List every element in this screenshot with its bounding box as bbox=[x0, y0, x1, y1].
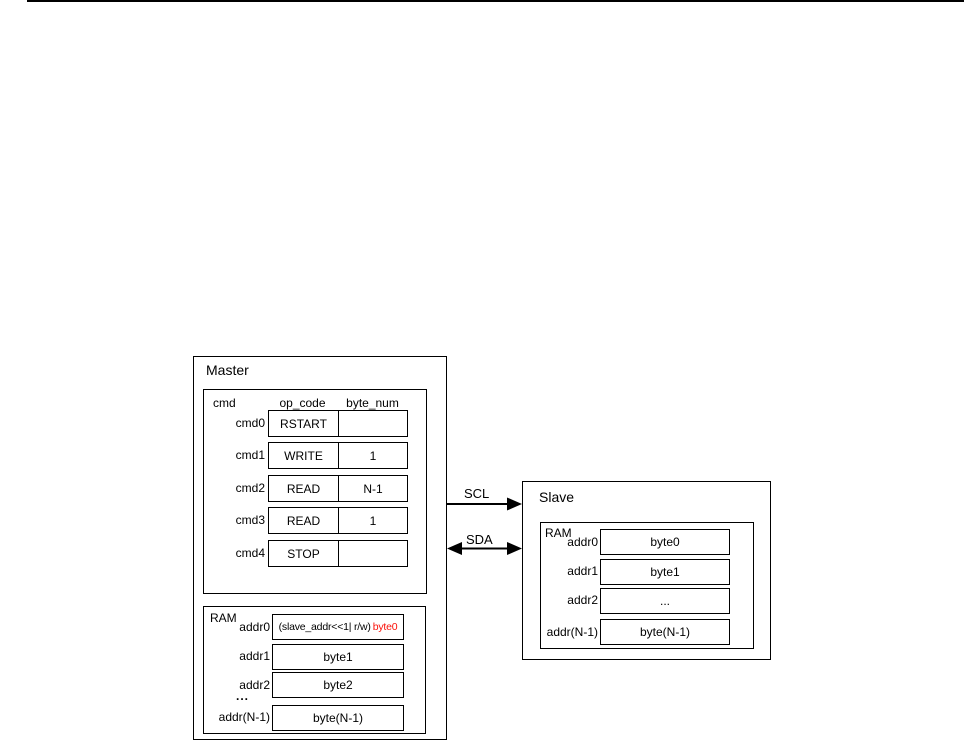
ram-row-cell: (slave_addr<<1| r/w) byte0 bbox=[272, 614, 404, 640]
slave-box: Slave RAM addr0 byte0 addr1 byte1 addr2 … bbox=[522, 481, 771, 660]
cmd-table-box: cmd op_code byte_num cmd0 RSTART cmd1 WR… bbox=[203, 389, 427, 594]
op-code-header: op_code bbox=[279, 396, 326, 410]
ram-row-cell: byte(N-1) bbox=[272, 705, 404, 731]
sda-arrowhead-right-icon bbox=[507, 542, 522, 555]
byte-num-cell: 1 bbox=[369, 448, 377, 463]
slave-ram-label: RAM bbox=[545, 526, 572, 540]
sda-label: SDA bbox=[466, 532, 493, 547]
op-code-cell: READ bbox=[269, 508, 339, 533]
op-code-cell: RSTART bbox=[269, 411, 339, 436]
op-code-cell: WRITE bbox=[269, 443, 339, 468]
ram-row-label: addr1 bbox=[239, 649, 270, 663]
ram-cell-value: byte(N-1) bbox=[312, 711, 363, 725]
master-ram-label: RAM bbox=[210, 611, 237, 625]
ram-cell-value: byte0 bbox=[650, 535, 680, 549]
cmd-row: WRITE 1 bbox=[268, 442, 408, 469]
ram-row-cell: ... bbox=[600, 588, 730, 614]
byte-num-cell bbox=[339, 541, 407, 566]
ram-row-label: addr(N-1) bbox=[218, 710, 270, 724]
ram-row-label: addr(N-1) bbox=[546, 625, 598, 639]
slave-ram-box: RAM addr0 byte0 addr1 byte1 addr2 ... ad… bbox=[540, 522, 754, 649]
ram-row-cell: byte1 bbox=[600, 559, 730, 585]
ram-row-cell: byte(N-1) bbox=[600, 619, 730, 645]
ram-row-label: addr2 bbox=[567, 593, 598, 607]
master-box: Master cmd op_code byte_num cmd0 RSTART … bbox=[193, 356, 447, 740]
ram-row-cell: byte0 bbox=[600, 529, 730, 555]
ram-row-label: addr2 bbox=[239, 678, 270, 692]
page-top-rule bbox=[27, 0, 964, 2]
ram-cell-value: ... bbox=[659, 594, 670, 608]
sda-arrowhead-left-icon bbox=[447, 542, 462, 555]
cmd-row-label: cmd0 bbox=[235, 416, 265, 430]
master-title: Master bbox=[206, 362, 249, 378]
ram-row-label: addr0 bbox=[567, 535, 598, 549]
bus-arrows-graphic bbox=[447, 497, 522, 555]
ram-cell-highlight-value: byte0 bbox=[372, 621, 398, 633]
ram-cell-value: byte1 bbox=[650, 565, 680, 579]
ram-row-label: addr0 bbox=[239, 620, 270, 634]
cmd-row-label: cmd4 bbox=[235, 546, 265, 560]
ram-cell-value: byte2 bbox=[323, 678, 353, 692]
cmd-row-label: cmd3 bbox=[235, 513, 265, 527]
scl-label: SCL bbox=[464, 486, 490, 501]
cmd-row: READ 1 bbox=[268, 507, 408, 534]
byte-num-cell: 1 bbox=[369, 513, 377, 528]
byte-num-cell bbox=[339, 411, 407, 436]
op-code-cell: STOP bbox=[269, 541, 339, 566]
cmd-row: RSTART bbox=[268, 410, 408, 437]
ram-ellipsis: ... bbox=[236, 689, 250, 703]
byte-num-cell: N-1 bbox=[363, 481, 383, 496]
cmd-row: STOP bbox=[268, 540, 408, 567]
op-code-cell: READ bbox=[269, 476, 339, 501]
ram-row-label: addr1 bbox=[567, 564, 598, 578]
cmd-row-label: cmd2 bbox=[235, 481, 265, 495]
cmd-row-label: cmd1 bbox=[235, 448, 265, 462]
ram-cell-value: byte(N-1) bbox=[639, 625, 690, 639]
cmd-row: READ N-1 bbox=[268, 475, 408, 502]
ram-row-cell: byte2 bbox=[272, 672, 404, 698]
slave-title: Slave bbox=[539, 489, 575, 505]
ram-row-cell: byte1 bbox=[272, 644, 404, 670]
byte-num-header: byte_num bbox=[346, 396, 399, 410]
master-ram-box: RAM addr0 (slave_addr<<1| r/w) byte0 add… bbox=[203, 606, 426, 734]
ram-cell-value: byte1 bbox=[323, 650, 353, 664]
ram-cell-value: (slave_addr<<1| r/w) bbox=[278, 621, 371, 633]
scl-arrowhead-right-icon bbox=[507, 497, 522, 511]
cmd-table-label: cmd bbox=[213, 396, 236, 410]
